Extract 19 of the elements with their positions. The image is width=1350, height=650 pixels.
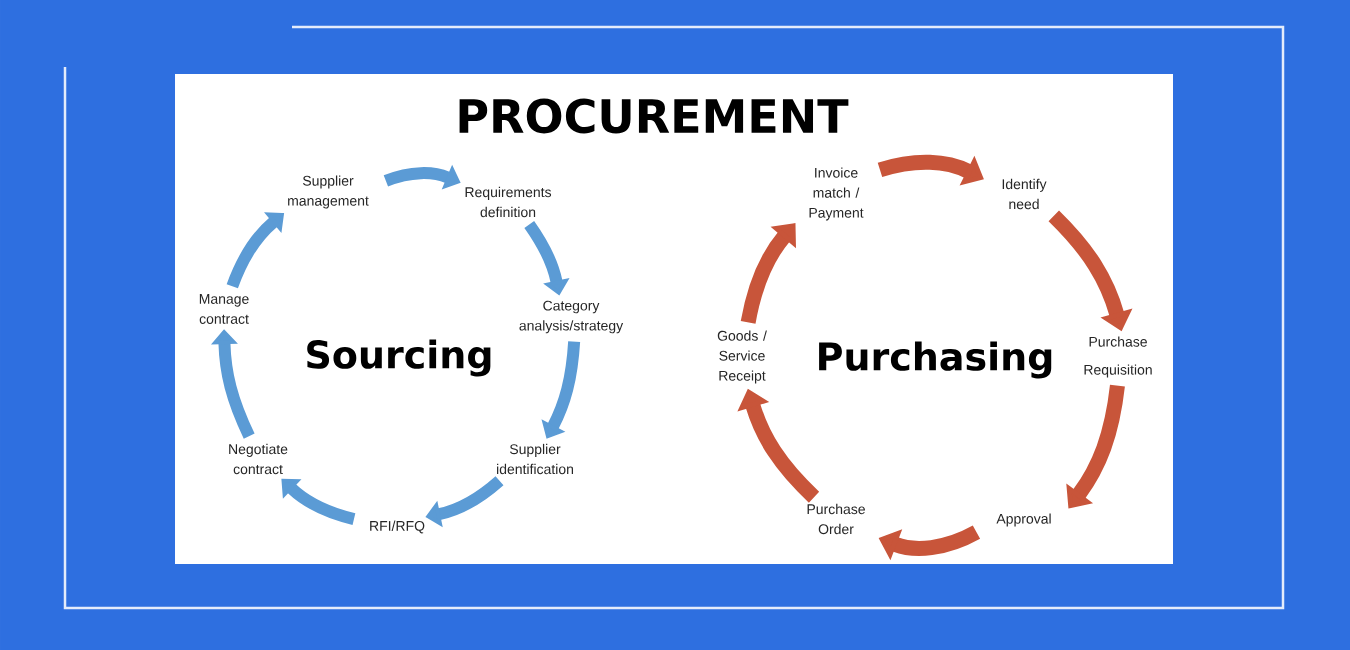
step-label: Purchase Requisition [1084, 336, 1152, 378]
cycle-label: Sourcing [307, 339, 491, 377]
curved-arrow [281, 478, 356, 525]
diagram-title: PROCUREMENT [459, 98, 849, 134]
step-label: Invoice match / Payment [809, 167, 864, 221]
step-label: Supplier management [288, 175, 369, 209]
step-label: Identify need [1002, 178, 1047, 210]
step-label: RFI/RFQ [370, 520, 425, 534]
curved-arrow [1066, 384, 1125, 509]
step-label: Manage contract [199, 294, 249, 324]
step-label: Approval [996, 513, 1051, 527]
cycle-label: Purchasing [819, 341, 1052, 379]
step-label: Negotiate contract [229, 443, 288, 475]
curved-arrow [740, 223, 796, 324]
step-label: Category analysis/strategy [519, 300, 624, 334]
step-label: Purchase Order [807, 503, 865, 535]
step-label: Supplier identification [497, 443, 573, 475]
step-label: Goods / Service Receipt [717, 330, 767, 384]
step-label: Requirements definition [465, 186, 552, 218]
